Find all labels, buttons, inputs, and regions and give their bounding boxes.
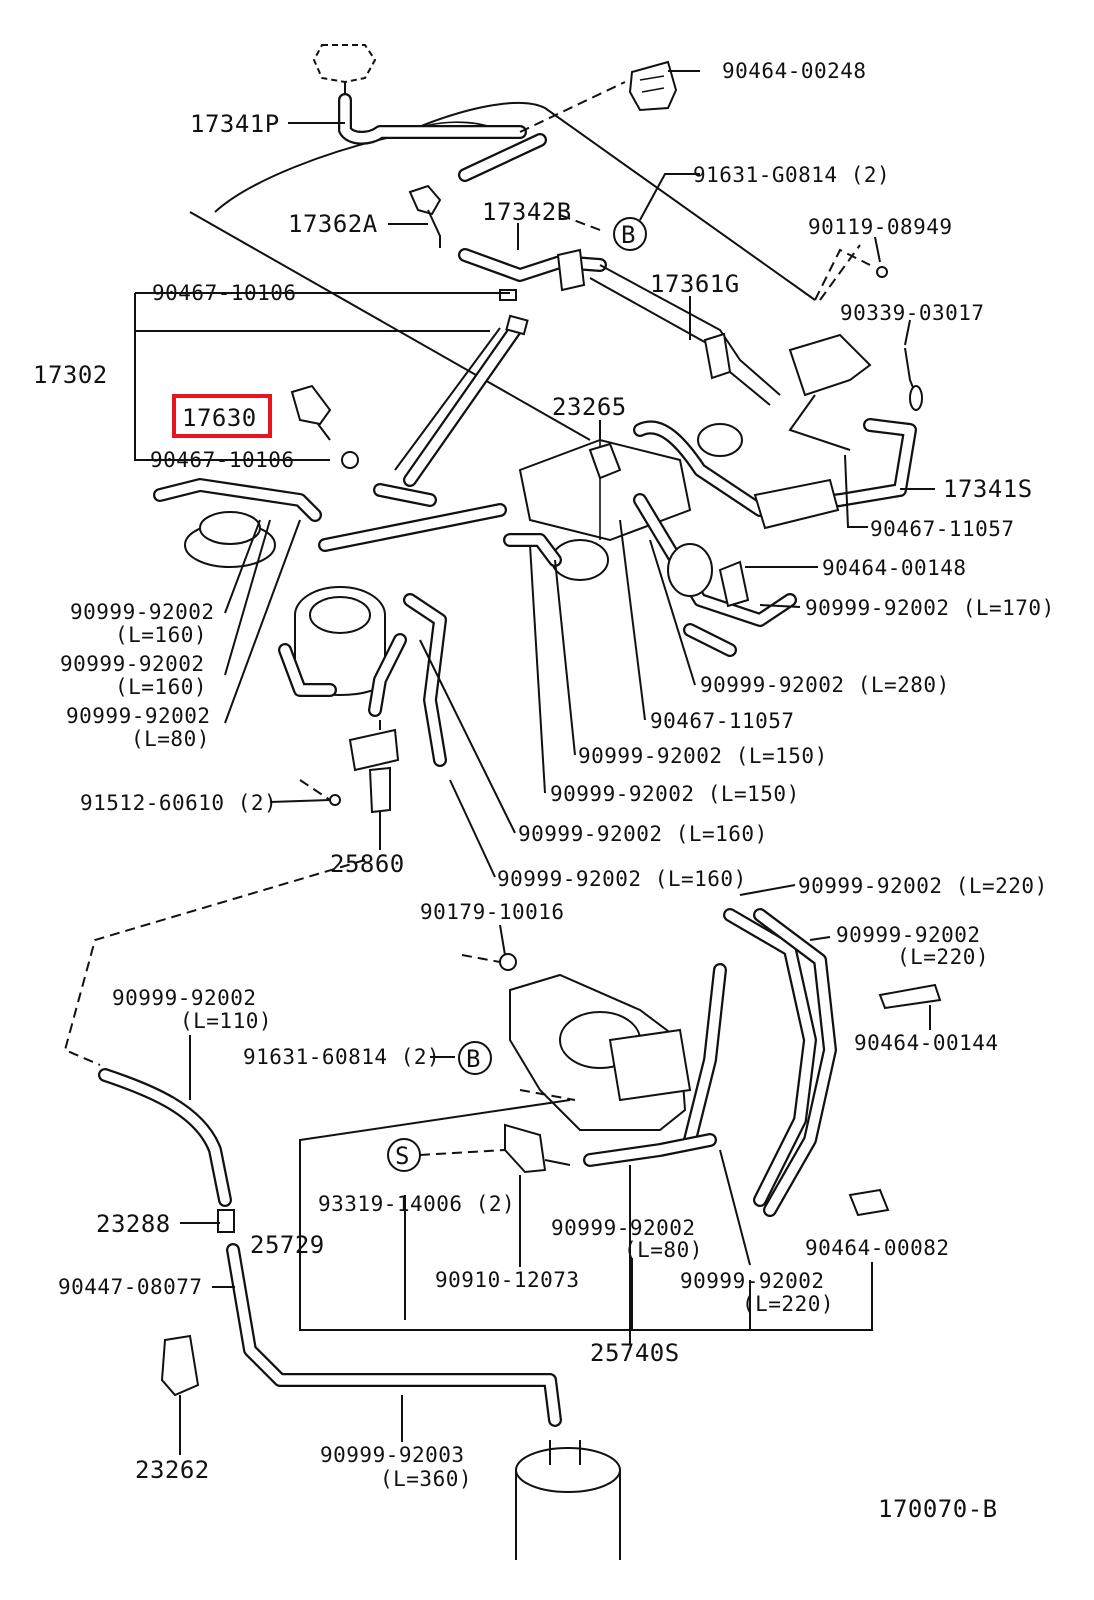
label-90910-12073: 90910-12073: [435, 1268, 580, 1292]
part-labels: 90464-00248 17341P 91631-G0814 (2) 17362…: [33, 59, 1055, 1523]
label-90999-92002-c: 90999-92002: [66, 704, 211, 728]
label-90467-10106-top: 90467-10106: [152, 281, 297, 305]
label-90999-92003: 90999-92003: [320, 1443, 465, 1467]
label-90999-92002-l280: 90999-92002 (L=280): [700, 673, 950, 697]
label-90467-10106-bottom: 90467-10106: [150, 448, 295, 472]
label-l160-a: (L=160): [115, 623, 207, 647]
callout-b-top: B: [613, 217, 647, 251]
label-93319-14006: 93319-14006 (2): [318, 1192, 515, 1216]
label-91631-G0814: 91631-G0814 (2): [693, 163, 890, 187]
label-90999-92002-l220-a: 90999-92002 (L=220): [798, 874, 1048, 898]
label-90339-03017: 90339-03017: [840, 301, 985, 325]
callout-b-bottom-letter: B: [466, 1045, 481, 1073]
label-17630: 17630: [182, 404, 257, 432]
label-90467-11057-lower: 90467-11057: [650, 709, 795, 733]
label-90464-00248: 90464-00248: [722, 59, 867, 83]
label-23265: 23265: [552, 393, 627, 421]
label-17362A: 17362A: [288, 210, 378, 238]
highlight-box-17630: [172, 394, 272, 438]
label-17341P: 17341P: [190, 110, 280, 138]
label-90999-92002-g: 90999-92002: [680, 1269, 825, 1293]
label-90999-92002-a: 90999-92002: [70, 600, 215, 624]
label-17342B: 17342B: [482, 198, 572, 226]
label-l110: (L=110): [180, 1009, 272, 1033]
callout-s-letter: S: [395, 1142, 410, 1170]
label-17361G: 17361G: [650, 270, 740, 298]
label-91631-60814: 91631-60814 (2): [243, 1045, 440, 1069]
label-90999-92002-l170: 90999-92002 (L=170): [805, 596, 1055, 620]
label-90999-92002-l150-b: 90999-92002 (L=150): [550, 782, 800, 806]
label-90999-92002-d: 90999-92002: [836, 923, 981, 947]
label-l80-a: (L=80): [131, 727, 210, 751]
label-90999-92002-l150-a: 90999-92002 (L=150): [578, 744, 828, 768]
label-l220-c: (L=220): [742, 1292, 834, 1316]
parts-line-art: [63, 44, 942, 1560]
label-90467-11057-upper: 90467-11057: [870, 517, 1015, 541]
label-90999-92002-e: 90999-92002: [112, 986, 257, 1010]
label-l360: (L=360): [380, 1467, 472, 1491]
label-25860: 25860: [330, 850, 405, 878]
label-l80-b: (L=80): [624, 1238, 703, 1262]
diagram-id-label: 170070-B: [878, 1495, 998, 1523]
label-25729: 25729: [250, 1231, 325, 1259]
label-25740S: 25740S: [590, 1339, 680, 1367]
label-90464-00148: 90464-00148: [822, 556, 967, 580]
label-17341S: 17341S: [943, 475, 1033, 503]
callout-s: S: [387, 1138, 421, 1172]
label-90999-92002-l160-d: 90999-92002 (L=160): [497, 867, 747, 891]
label-l160-b: (L=160): [115, 675, 207, 699]
label-23288: 23288: [96, 1210, 171, 1238]
label-l220-b: (L=220): [897, 945, 989, 969]
label-90464-00082: 90464-00082: [805, 1236, 950, 1260]
label-90999-92002-l160-c: 90999-92002 (L=160): [518, 822, 768, 846]
label-90999-92002-f: 90999-92002: [551, 1216, 696, 1240]
label-17302: 17302: [33, 361, 108, 389]
label-90464-00144: 90464-00144: [854, 1031, 999, 1055]
label-90447-08077: 90447-08077: [58, 1275, 203, 1299]
label-90179-10016: 90179-10016: [420, 900, 565, 924]
label-90999-92002-b: 90999-92002: [60, 652, 205, 676]
callout-b-top-letter: B: [621, 221, 636, 249]
label-91512-60610: 91512-60610 (2): [80, 791, 277, 815]
label-23262: 23262: [135, 1456, 210, 1484]
callout-b-bottom: B: [458, 1041, 492, 1075]
label-90119-08949: 90119-08949: [808, 215, 953, 239]
